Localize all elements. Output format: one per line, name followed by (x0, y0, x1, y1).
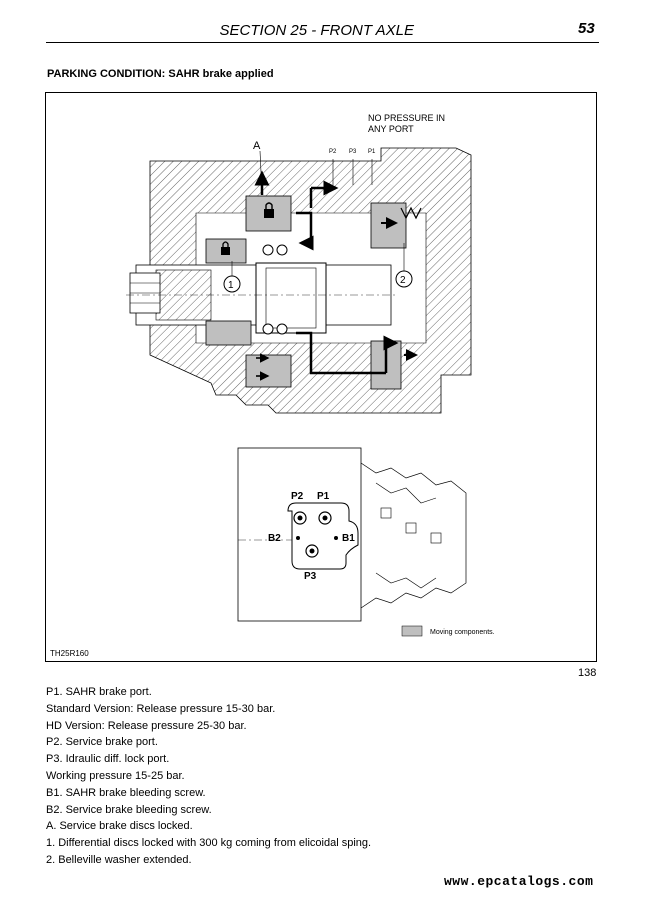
lock-icon (264, 202, 274, 218)
section-title: SECTION 25 - FRONT AXLE (219, 22, 414, 39)
figure-code: TH25R160 (50, 649, 89, 658)
note-item: 1. Differential discs locked with 300 kg… (46, 837, 372, 850)
port-label-p2: P2 (291, 491, 304, 502)
figure-notes: P1. SAHR brake port. Standard Version: R… (46, 684, 371, 869)
port-label-b2: B2 (268, 533, 281, 544)
port-label-p3: P3 (304, 571, 317, 582)
note-item: P3. Idraulic diff. lock port. (46, 753, 170, 766)
axle-brake-diagram: NO PRESSURE IN ANY PORT P2 P3 P1 A 1 2 (126, 113, 495, 637)
watermark: www.epcatalogs.com (444, 874, 594, 889)
note-item: P1. SAHR brake port. (46, 686, 152, 698)
port-detail-view (237, 447, 467, 622)
figure-subtitle: PARKING CONDITION: SAHR brake applied (47, 68, 274, 80)
port-label-b1: B1 (342, 533, 355, 544)
figure-frame: NO PRESSURE IN ANY PORT P2 P3 P1 A 1 2 (45, 92, 597, 662)
callout-a-label: A (253, 140, 261, 152)
note-item: 2. Belleville washer extended. (46, 853, 192, 866)
callout-2-label: 2 (400, 275, 406, 286)
pressure-note-line1: NO PRESSURE IN (368, 113, 445, 123)
port-label-p3-top: P3 (349, 149, 357, 155)
page-number: 53 (578, 20, 595, 37)
port-label-p1: P1 (317, 491, 330, 502)
header-divider (46, 42, 599, 43)
note-item: Working pressure 15-25 bar. (46, 769, 185, 782)
note-item: B2. Service brake bleeding screw. (46, 803, 212, 816)
port-label-p2-top: P2 (329, 149, 337, 155)
note-item: P2. Service brake port. (46, 736, 158, 749)
figure-number: 138 (578, 667, 597, 679)
note-item: HD Version: Release pressure 25-30 bar. (46, 719, 247, 732)
pressure-note-line2: ANY PORT (368, 124, 414, 134)
legend-text: Moving components. (430, 629, 495, 636)
note-item: Standard Version: Release pressure 15-30… (46, 702, 276, 715)
note-item: B1. SAHR brake bleeding screw. (46, 786, 206, 799)
note-item: A. Service brake discs locked. (46, 820, 193, 833)
port-label-p1-top: P1 (368, 149, 376, 155)
legend-swatch (401, 625, 423, 637)
section-view (126, 147, 472, 414)
callout-1-label: 1 (228, 280, 234, 291)
lock-icon (221, 241, 230, 255)
